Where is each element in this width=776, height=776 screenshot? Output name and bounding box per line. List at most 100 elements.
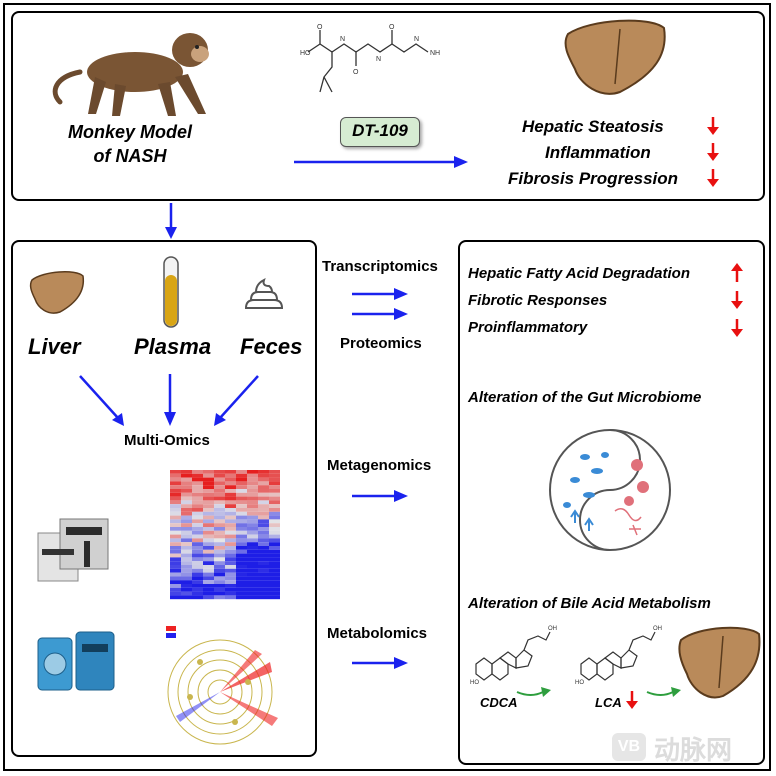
arrow-metagenomics <box>352 490 408 502</box>
heatmap-cell <box>247 515 258 520</box>
liver-icon-top <box>564 19 666 95</box>
heatmap-cell <box>203 511 214 516</box>
heatmap-cell <box>203 492 214 497</box>
heatmap-cell <box>170 584 181 588</box>
heatmap-cell <box>181 496 192 501</box>
heatmap-cell <box>225 489 236 493</box>
heatmap-cell <box>258 538 269 543</box>
heatmap-cell <box>181 485 192 489</box>
heatmap-cell <box>236 557 247 562</box>
heatmap-cell <box>192 511 203 516</box>
heatmap-cell <box>181 561 192 565</box>
monkey-icon <box>52 33 209 116</box>
heatmap-cell <box>236 576 247 581</box>
heatmap-cell <box>214 492 225 497</box>
heatmap-cell <box>258 565 269 569</box>
heatmap-cell <box>247 504 258 508</box>
heatmap-cell <box>269 511 280 516</box>
heatmap-cell <box>225 561 236 565</box>
heatmap-cell <box>192 496 203 501</box>
heatmap-cell <box>225 530 236 535</box>
heatmap-cell <box>258 481 269 486</box>
microbiome-title: Alteration of the Gut Microbiome <box>468 389 702 406</box>
heatmap-cell <box>192 527 203 531</box>
heatmap-cell <box>236 538 247 543</box>
pathway-fatty-acid-degradation: Hepatic Fatty Acid Degradation <box>468 265 690 282</box>
heatmap-cell <box>225 470 236 474</box>
heatmap-cell <box>192 485 203 489</box>
heatmap-cell <box>192 489 203 493</box>
heatmap-cell <box>225 580 236 584</box>
heatmap-cell <box>203 542 214 546</box>
heatmap-cell <box>236 527 247 531</box>
heatmap-cell <box>170 527 181 531</box>
heatmap-cell <box>236 485 247 489</box>
svg-text:HO: HO <box>575 680 584 686</box>
heatmap-cell <box>247 576 258 581</box>
heatmap-cell <box>269 572 280 577</box>
heatmap-cell <box>225 496 236 501</box>
heatmap-cell <box>170 595 181 600</box>
heatmap-cell <box>247 519 258 524</box>
method-transcriptomics: Transcriptomics <box>322 258 438 275</box>
heatmap-cell <box>236 489 247 493</box>
heatmap-cell <box>170 530 181 535</box>
svg-text:O: O <box>353 69 359 76</box>
heatmap-cell <box>203 580 214 584</box>
heatmap-cell <box>269 481 280 486</box>
heatmap-cell <box>236 534 247 539</box>
liver-icon-bottom <box>678 626 761 699</box>
heatmap-cell <box>192 546 203 550</box>
heatmap-cell <box>247 500 258 505</box>
heatmap-cell <box>181 553 192 558</box>
heatmap-cell <box>203 477 214 482</box>
svg-text:N: N <box>414 36 419 43</box>
heatmap-cell <box>236 553 247 558</box>
heatmap-cell <box>181 591 192 596</box>
heatmap-cell <box>225 542 236 546</box>
heatmap-cell <box>269 515 280 520</box>
heatmap-cell <box>236 504 247 508</box>
heatmap-cell <box>258 584 269 588</box>
heatmap-cell <box>203 549 214 554</box>
heatmap-cell <box>247 546 258 550</box>
red-down-arrow-icon <box>731 291 743 309</box>
red-down-arrow-icon <box>731 319 743 337</box>
heatmap-cell <box>214 546 225 550</box>
heatmap-cell <box>192 572 203 577</box>
heatmap-cell <box>236 587 247 592</box>
red-down-arrow-icon <box>707 143 719 161</box>
heatmap-cell <box>170 568 181 573</box>
model-label-line1: Monkey Model <box>67 122 192 142</box>
heatmap-cell <box>170 500 181 505</box>
heatmap-cell <box>203 565 214 569</box>
heatmap-cell <box>225 534 236 539</box>
heatmap-cell <box>258 489 269 493</box>
heatmap-cell <box>269 595 280 600</box>
heatmap-cell <box>269 584 280 588</box>
heatmap-cell <box>214 538 225 543</box>
heatmap-cell <box>225 572 236 577</box>
heatmap-cell <box>192 580 203 584</box>
heatmap-cell <box>236 477 247 482</box>
heatmap-cell <box>181 500 192 505</box>
heatmap-cell <box>247 591 258 596</box>
heatmap-cell <box>170 496 181 501</box>
heatmap-cell <box>203 572 214 577</box>
heatmap-cell <box>258 546 269 550</box>
heatmap-cell <box>170 492 181 497</box>
heatmap-cell <box>258 591 269 596</box>
heatmap-cell <box>225 587 236 592</box>
heatmap-cell <box>203 519 214 524</box>
heatmap-cell <box>269 527 280 531</box>
heatmap-cell <box>269 504 280 508</box>
heatmap-cell <box>247 530 258 535</box>
heatmap-cell <box>247 489 258 493</box>
method-proteomics: Proteomics <box>340 335 422 352</box>
heatmap-cell <box>269 470 280 474</box>
heatmap-cell <box>225 477 236 482</box>
heatmap-cell <box>181 473 192 478</box>
heatmap-cell <box>225 553 236 558</box>
heatmap-cell <box>258 473 269 478</box>
heatmap-cell <box>269 542 280 546</box>
